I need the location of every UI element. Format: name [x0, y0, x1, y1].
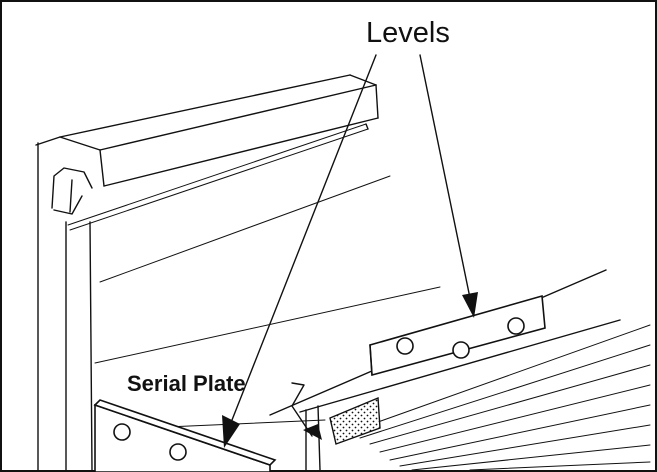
- levels-arrowhead-right: [462, 292, 478, 318]
- serial-plate-arrowhead: [303, 424, 322, 440]
- level-left: [93, 399, 277, 472]
- level-right: [369, 294, 546, 377]
- levels-arrowhead-left: [222, 415, 240, 448]
- levels-pointer-left: [231, 54, 377, 421]
- right-rail: [269, 269, 651, 471]
- levels-label: Levels: [366, 17, 450, 49]
- serial-plate-leader: [291, 382, 313, 437]
- serial-plate-label: Serial Plate: [127, 371, 246, 396]
- cabinet-top-rail: [35, 74, 379, 471]
- levels-pointer-right: [419, 54, 471, 299]
- serial-plate: [329, 396, 381, 445]
- cabinet-side-panel: [65, 175, 441, 471]
